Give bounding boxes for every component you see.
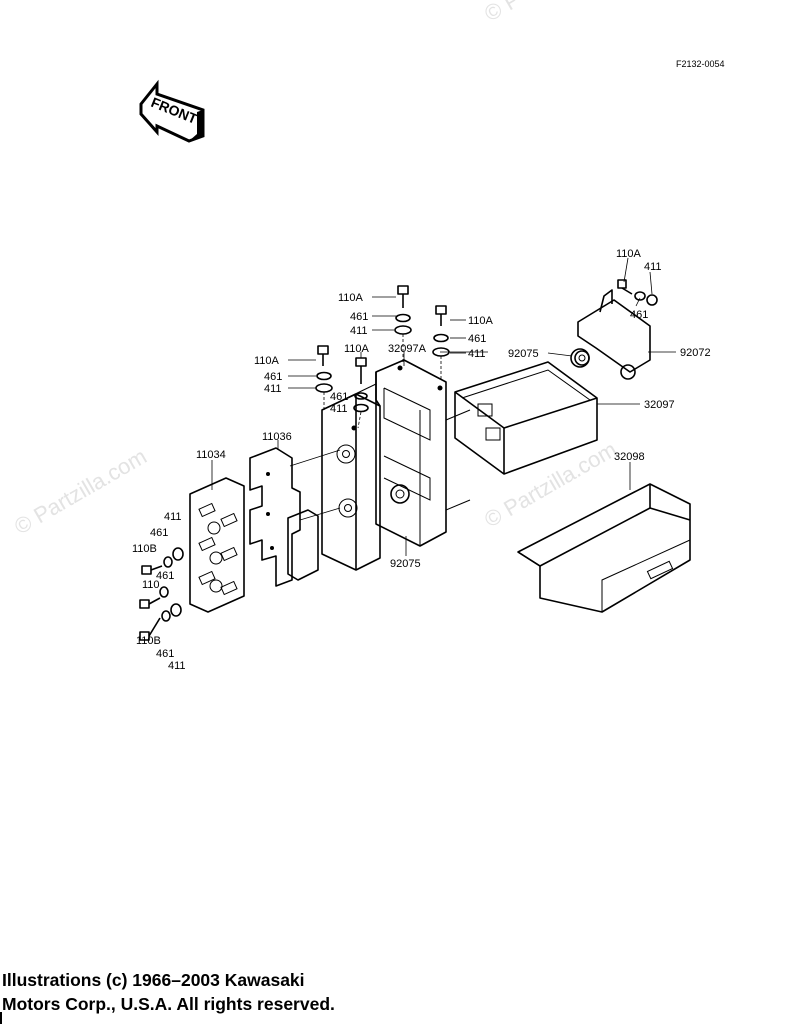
label-11036: 11036 (262, 431, 292, 443)
label-411: 411 (350, 325, 368, 337)
label-461: 461 (350, 311, 368, 323)
label-461: 461 (264, 371, 282, 383)
watermark-group: © P © Partzilla.com © Partzilla.com (10, 0, 621, 539)
front-arrow: FRONT (139, 79, 205, 143)
copyright-line-2: Motors Corp., U.S.A. All rights reserved… (2, 994, 335, 1014)
label-32097A: 32097A (388, 343, 427, 355)
label-11034: 11034 (196, 449, 226, 461)
upper-bracket (574, 289, 651, 380)
copyright-notice: Illustrations (c) 1966–2003 Kawasaki Mot… (2, 968, 422, 1016)
label-461: 461 (630, 309, 648, 321)
watermark-left: © Partzilla.com (10, 444, 151, 540)
label-110: 110 (142, 579, 160, 591)
label-32097: 32097 (644, 399, 675, 411)
label-461: 461 (330, 391, 348, 403)
watermark-center: © Partzilla.com (480, 437, 621, 533)
label-110A: 110A (616, 248, 642, 260)
label-110B: 110B (136, 635, 161, 647)
label-110A: 110A (468, 315, 494, 327)
label-411: 411 (168, 660, 186, 672)
label-32098: 32098 (614, 451, 645, 463)
label-411: 411 (164, 511, 182, 523)
label-92072: 92072 (680, 347, 711, 359)
watermark-top-fragment: © P (480, 0, 525, 26)
label-461: 461 (150, 527, 168, 539)
figure-code: F2132-0054 (676, 59, 725, 69)
leader-lines (211, 257, 676, 556)
label-110A: 110A (338, 292, 364, 304)
pad-11036 (249, 447, 319, 587)
label-92075: 92075 (390, 558, 421, 570)
label-110B: 110B (132, 543, 157, 555)
label-110A: 110A (254, 355, 280, 367)
part-labels: 110A 461 411 110A 461 411 110A 461 411 1… (132, 248, 711, 672)
plate-11034 (189, 477, 245, 613)
edge-mark (0, 1012, 2, 1024)
assembly-lines (289, 334, 488, 521)
copyright-line-1: Illustrations (c) 1966–2003 Kawasaki (2, 970, 305, 990)
label-411: 411 (468, 348, 486, 360)
battery-case (454, 361, 598, 475)
label-461: 461 (156, 570, 174, 582)
label-411: 411 (264, 383, 282, 395)
label-461: 461 (468, 333, 486, 345)
label-411: 411 (644, 261, 662, 273)
battery-tray (517, 483, 691, 613)
label-110A: 110A (344, 343, 370, 355)
label-461: 461 (156, 648, 174, 660)
hardware-left (139, 547, 184, 641)
label-411: 411 (330, 403, 348, 415)
label-92075: 92075 (508, 348, 539, 360)
